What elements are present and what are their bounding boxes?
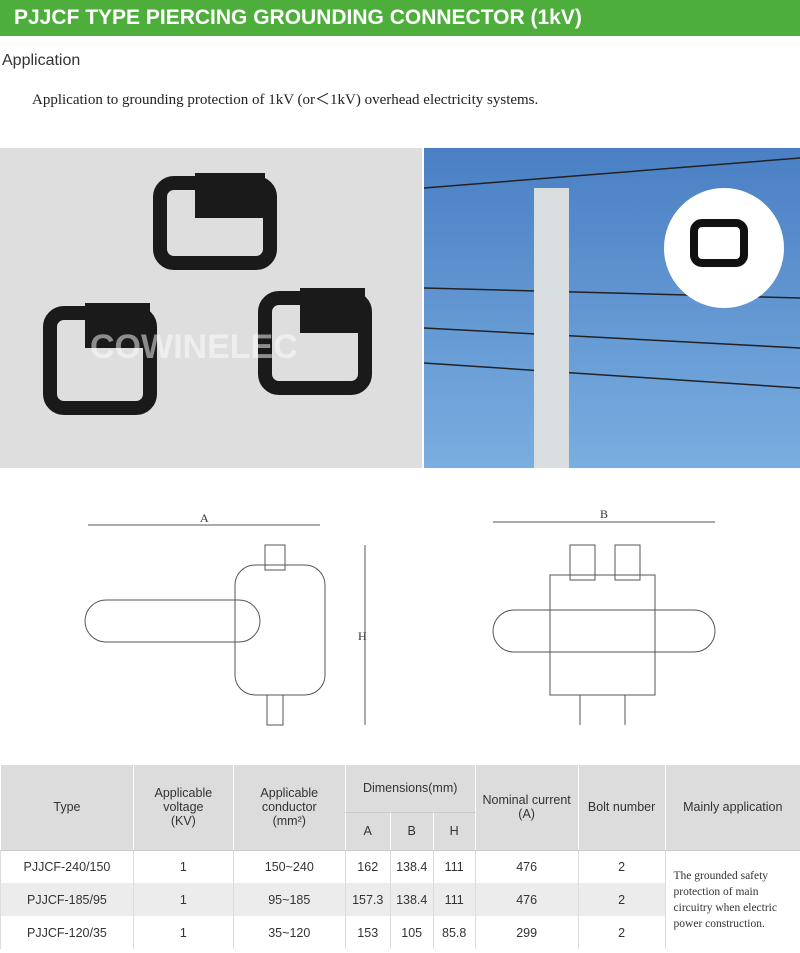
cell-conductor: 35~120 (232, 916, 346, 949)
header-current: Nominal current(A) (474, 765, 579, 851)
cell-b: 105 (389, 916, 434, 949)
header-h: H (432, 812, 476, 851)
header-conductor: Applicable conductor(mm²) (232, 765, 346, 851)
table-row: PJJCF-185/95 1 95~185 157.3 138.4 111 47… (0, 883, 800, 916)
header-voltage: Applicable voltage(KV) (132, 765, 234, 851)
table-row: PJJCF-240/150 1 150~240 162 138.4 111 47… (0, 850, 800, 949)
cell-h: 85.8 (432, 916, 476, 949)
cell-a: 157.3 (344, 883, 391, 916)
cell-type: PJJCF-120/35 (0, 916, 134, 949)
header-a: A (344, 812, 391, 851)
cell-conductor: 95~185 (232, 883, 346, 916)
cell-application: The grounded safety protection of main c… (664, 850, 800, 949)
cell-conductor: 150~240 (232, 850, 346, 883)
cell-type: PJJCF-185/95 (0, 883, 134, 916)
cell-current: 476 (474, 883, 579, 916)
header-bolt: Bolt number (577, 765, 666, 851)
spec-table: Type Applicable voltage(KV) Applicable c… (0, 765, 800, 949)
header-type: Type (0, 765, 134, 851)
cell-current: 299 (474, 916, 579, 949)
cell-a: 162 (344, 850, 391, 883)
table-row: PJJCF-120/35 1 35~120 153 105 85.8 299 2 (0, 916, 800, 949)
product-photo: COWINELEC (0, 148, 422, 468)
cell-bolt: 2 (577, 916, 666, 949)
section-title: Application (2, 52, 81, 69)
installation-photo (423, 148, 800, 468)
cell-bolt: 2 (577, 850, 666, 883)
header-application: Mainly application (664, 765, 800, 851)
watermark: COWINELEC (90, 328, 298, 366)
front-view-drawing: A H (80, 500, 380, 745)
dim-h-label: H (358, 629, 367, 643)
cell-voltage: 1 (132, 850, 234, 883)
cell-voltage: 1 (132, 883, 234, 916)
cell-b: 138.4 (389, 850, 434, 883)
dim-a-label: A (200, 511, 209, 525)
header-dimensions: Dimensions(mm) (344, 765, 476, 813)
cell-b: 138.4 (389, 883, 434, 916)
header-b: B (389, 812, 434, 851)
page-title: PJJCF TYPE PIERCING GROUNDING CONNECTOR … (0, 0, 800, 36)
application-text: Application to grounding protection of 1… (32, 92, 539, 108)
cell-bolt: 2 (577, 883, 666, 916)
side-view-drawing: B (485, 500, 725, 745)
cell-a: 153 (344, 916, 391, 949)
cell-h: 111 (432, 883, 476, 916)
dim-b-label: B (600, 507, 608, 521)
cell-voltage: 1 (132, 916, 234, 949)
cell-type: PJJCF-240/150 (0, 850, 134, 883)
cell-current: 476 (474, 850, 579, 883)
cell-h: 111 (432, 850, 476, 883)
